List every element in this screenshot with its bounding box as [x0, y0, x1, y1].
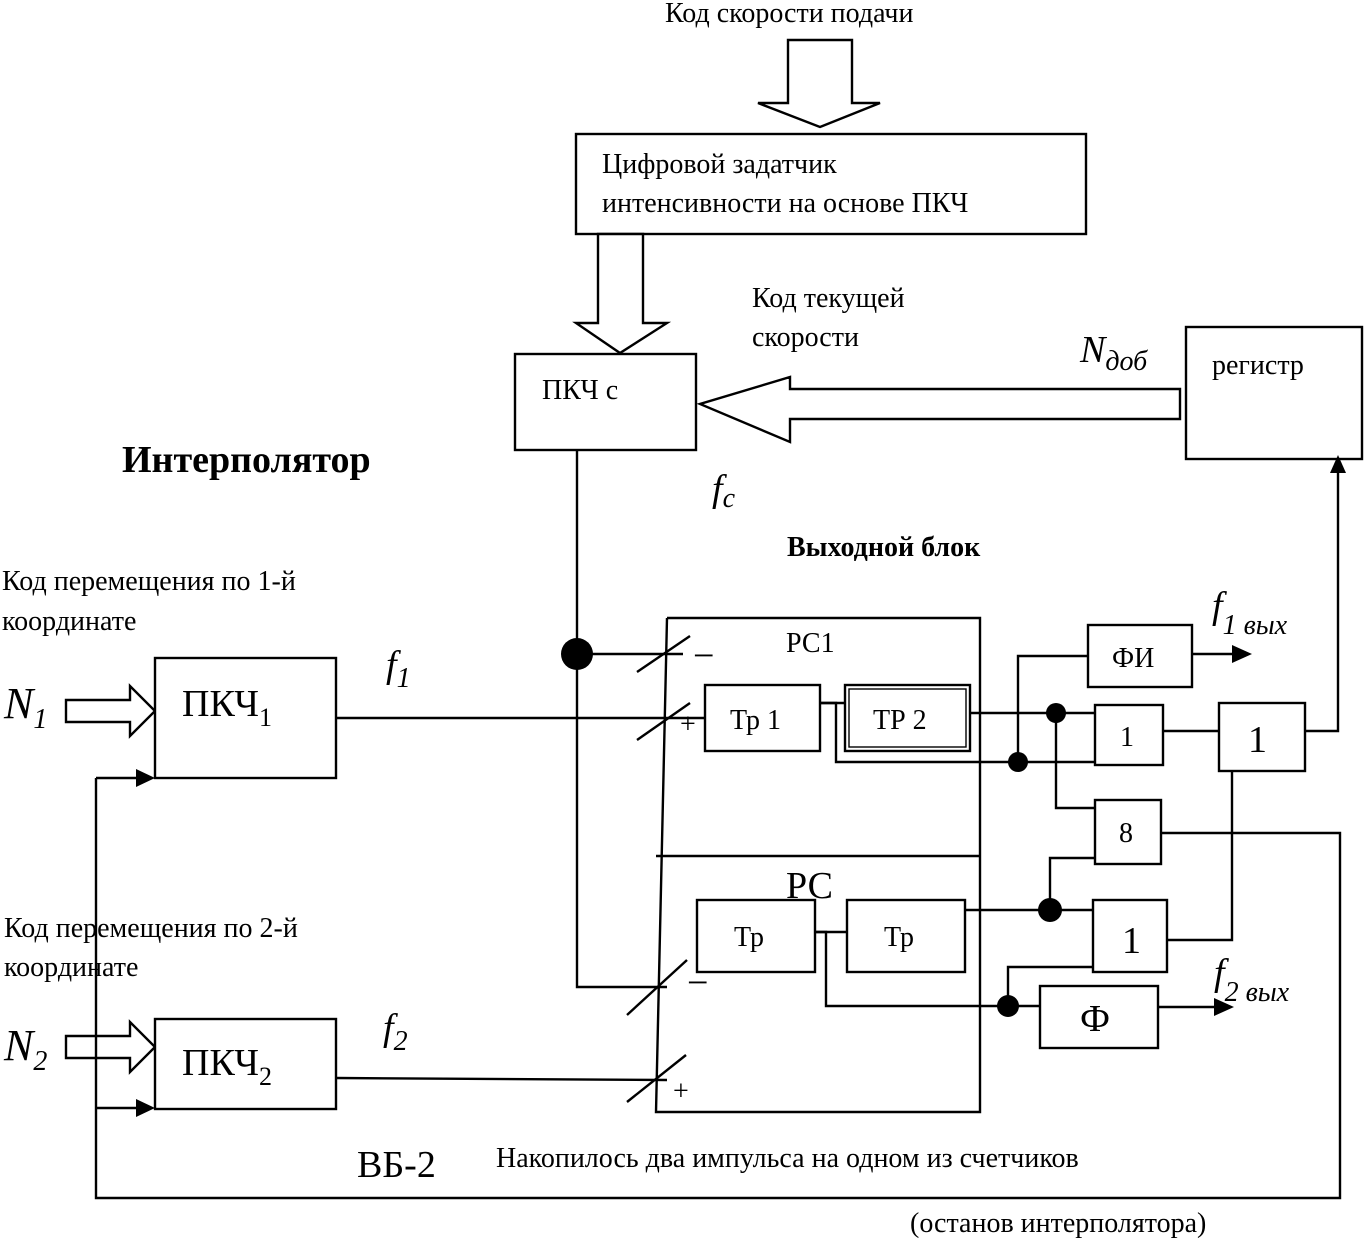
- n1-input-arrow: [64, 683, 157, 739]
- and-gate-8-label: 8: [1119, 818, 1133, 849]
- stop-to-pkch2-arrowhead: [136, 1099, 155, 1117]
- rs2-tr3-out-wire: [815, 930, 1040, 1008]
- or2-to-final-wire: [1167, 771, 1234, 942]
- rs2-plus-sign: +: [673, 1076, 689, 1107]
- or-gate-1-box: [1093, 703, 1165, 767]
- pulse-former-f-box: [1038, 984, 1160, 1050]
- bus-slash-2: [636, 702, 691, 741]
- fc-wire: [575, 450, 667, 989]
- junction-fi: [1008, 752, 1028, 772]
- junction-f: [997, 995, 1019, 1017]
- current-speed-label-line1: Код текущей: [752, 283, 905, 314]
- f2-out-label: f2 вых: [1214, 952, 1290, 1008]
- stop-to-pkch1-arrowhead: [136, 769, 155, 787]
- output-block-title: Выходной блок: [787, 532, 981, 563]
- interpolator-stop-label: (останов интерполятора): [910, 1208, 1206, 1239]
- trigger-tr1-label: Тр 1: [730, 705, 781, 736]
- trigger-tr1-box: [703, 683, 822, 753]
- register-label: регистр: [1212, 350, 1304, 381]
- n2-input-arrow: [64, 1019, 157, 1075]
- f2-wire: [335, 1076, 668, 1082]
- final-to-register-wire: [1305, 472, 1340, 733]
- or-gate-2-label: 1: [1122, 920, 1141, 962]
- f1-out-label: f1 вых: [1212, 585, 1288, 641]
- trigger-tr2-box: [843, 683, 972, 753]
- pulse-former-fi-box: [1086, 623, 1194, 689]
- fc-junction-dot: [561, 638, 593, 670]
- vb2-label: ВБ-2: [357, 1144, 436, 1186]
- rs-block-outline: [654, 616, 982, 1114]
- trigger-tr2-label: ТР 2: [873, 705, 927, 736]
- rs1-minus-sign: −: [693, 635, 714, 677]
- digital-intensity-setter-box: [574, 132, 1088, 236]
- trigger-tr2-inner: [848, 688, 967, 748]
- or-gate-1-label: 1: [1120, 722, 1134, 753]
- rs2-to-and-wire: [1048, 856, 1095, 910]
- junction-rs1-and: [1046, 703, 1066, 723]
- fi-out-arrowhead: [1232, 645, 1252, 663]
- or-gate-final-label: 1: [1248, 719, 1267, 761]
- f1-label: f1: [386, 644, 411, 694]
- pkch1-box: [153, 656, 338, 780]
- trigger-tr4-box: [845, 898, 967, 974]
- to-or2-wire: [1006, 965, 1093, 1006]
- or-gate-final-box: [1217, 701, 1307, 773]
- to-fi-wire: [1016, 654, 1088, 762]
- pkch1-label: ПКЧ1: [182, 683, 272, 732]
- move2-label-line2: координате: [4, 952, 138, 983]
- rs1-to-and-wire: [1054, 713, 1095, 810]
- rs1-tr1-out-wire: [820, 701, 1095, 764]
- fc-label: fc: [712, 468, 736, 514]
- move2-label-line1: Код перемещения по 2-й: [4, 913, 298, 944]
- register-arrowhead: [1330, 455, 1346, 473]
- n-add-label: Nдоб: [1079, 329, 1148, 377]
- f2-label: f2: [383, 1007, 408, 1057]
- stop-feedback-wire: [94, 778, 1342, 1200]
- feed-speed-code-label: Код скорости подачи: [665, 0, 913, 29]
- pulse-former-fi-label: ФИ: [1112, 643, 1154, 674]
- n1-label: N1: [3, 679, 47, 735]
- pkch-c-label: ПКЧ с: [542, 375, 618, 406]
- digital-setter-label-line1: Цифровой задатчик: [602, 149, 837, 180]
- accumulated-pulses-label: Накопилось два импульса на одном из счет…: [496, 1143, 1079, 1174]
- bus-slash-1: [636, 635, 691, 673]
- f-out-arrowhead: [1214, 998, 1234, 1016]
- setter-to-pkch-c-arrow: [572, 232, 672, 355]
- pulse-former-f-label: Ф: [1080, 998, 1110, 1040]
- trigger-tr3-label: Тр: [734, 922, 764, 953]
- move1-label-line2: координате: [2, 606, 136, 637]
- rs1-label: РС1: [786, 628, 835, 659]
- trigger-tr3-box: [695, 898, 817, 974]
- pkch2-label: ПКЧ2: [182, 1042, 272, 1091]
- trigger-tr4-label: Тр: [884, 922, 914, 953]
- n2-label: N2: [3, 1021, 47, 1077]
- bus-slash-3: [626, 959, 688, 1016]
- current-speed-label-line2: скорости: [752, 322, 859, 353]
- rs1-plus-sign: +: [680, 709, 696, 740]
- bus-slash-4: [626, 1054, 687, 1103]
- move1-label-line1: Код перемещения по 1-й: [2, 566, 296, 597]
- interpolator-title: Интерполятор: [122, 439, 371, 481]
- feed-code-input-arrow: [757, 38, 881, 129]
- or-gate-2-box: [1091, 898, 1169, 974]
- junction-rs2-and: [1038, 898, 1062, 922]
- register-to-pkch-c-arrow: [696, 375, 1182, 444]
- digital-setter-label-line2: интенсивности на основе ПКЧ: [602, 188, 968, 219]
- pkch-c-box: [513, 352, 698, 452]
- pkch2-box: [153, 1017, 338, 1111]
- register-box: [1184, 325, 1364, 461]
